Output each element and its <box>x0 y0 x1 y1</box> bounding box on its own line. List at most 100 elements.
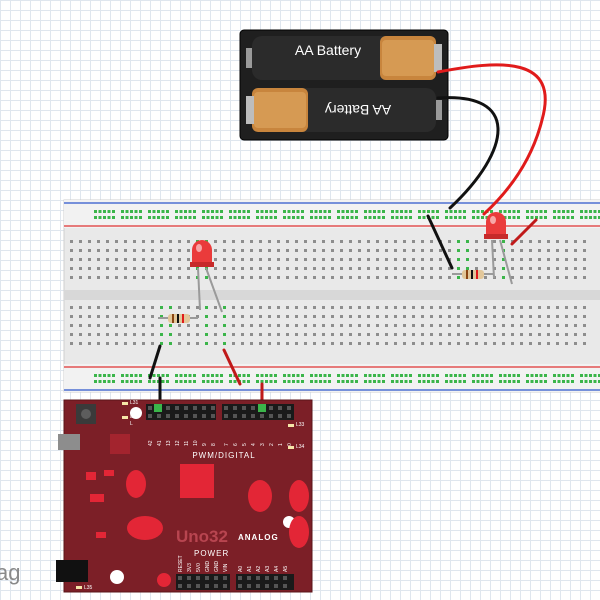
rail-hole <box>265 374 268 377</box>
rail-hole <box>593 374 597 377</box>
rail-hole <box>436 210 439 213</box>
rail-hole <box>287 216 291 219</box>
breadboard-hole <box>250 315 253 318</box>
breadboard-hole <box>421 306 424 309</box>
rail-hole <box>553 216 556 219</box>
breadboard-hole <box>475 306 478 309</box>
rail-hole <box>283 216 286 219</box>
rail-hole <box>107 380 111 383</box>
breadboard-hole <box>421 258 424 261</box>
breadboard-hole <box>529 333 532 336</box>
rail-hole <box>134 216 138 219</box>
rail-hole <box>517 210 520 213</box>
rail-hole <box>175 210 178 213</box>
breadboard-hole <box>511 315 514 318</box>
breadboard-hole <box>160 276 163 279</box>
battery-holder[interactable]: AA Battery AA Battery <box>239 29 449 141</box>
breadboard-hole <box>313 315 316 318</box>
header-pin <box>247 584 251 588</box>
breadboard-hole <box>340 306 343 309</box>
rail-hole <box>152 380 156 383</box>
breadboard-hole <box>556 324 559 327</box>
led-left[interactable] <box>190 240 223 313</box>
wire-black-right-jumper[interactable] <box>426 214 454 270</box>
breadboard-hole <box>484 342 487 345</box>
rail-hole <box>472 216 475 219</box>
breadboard-hole <box>574 324 577 327</box>
breadboard-hole <box>277 249 280 252</box>
breadboard-hole <box>448 315 451 318</box>
breadboard-hole <box>313 240 316 243</box>
rail-hole <box>328 380 331 383</box>
resistor-left[interactable] <box>158 314 198 323</box>
rail-hole <box>323 374 327 377</box>
header-top-left[interactable] <box>146 404 216 420</box>
pin-label: VIN <box>223 563 229 572</box>
rail-hole <box>481 380 484 383</box>
breadboard-hole <box>295 333 298 336</box>
breadboard-hole <box>187 240 190 243</box>
rail-hole <box>269 380 273 383</box>
rail-hole <box>346 380 349 383</box>
led-right[interactable] <box>484 212 513 285</box>
breadboard-hole <box>403 342 406 345</box>
rail-hole <box>202 374 205 377</box>
breadboard-hole <box>583 306 586 309</box>
breadboard-hole <box>529 342 532 345</box>
breadboard[interactable] <box>63 199 600 393</box>
breadboard-hole <box>196 342 199 345</box>
breadboard-hole <box>277 324 280 327</box>
breadboard-hole <box>178 342 181 345</box>
wire-battery-black[interactable] <box>436 96 500 210</box>
breadboard-hole <box>583 276 586 279</box>
breadboard-hole <box>250 258 253 261</box>
breadboard-hole <box>142 306 145 309</box>
breadboard-hole <box>79 249 82 252</box>
rail-hole <box>346 210 349 213</box>
breadboard-hole <box>358 240 361 243</box>
breadboard-hole <box>151 258 154 261</box>
rail-hole <box>269 210 273 213</box>
rail-hole <box>368 210 372 213</box>
breadboard-hole <box>70 324 73 327</box>
breadboard-hole <box>178 333 181 336</box>
breadboard-hole <box>502 315 505 318</box>
breadboard-hole <box>358 342 361 345</box>
header-pin <box>202 414 206 418</box>
breadboard-hole <box>421 324 424 327</box>
wire-red-right-jumper[interactable] <box>510 218 538 246</box>
rail-hole <box>157 210 160 213</box>
breadboard-hole <box>259 276 262 279</box>
breadboard-hole <box>115 306 118 309</box>
header-pin <box>196 576 200 580</box>
breadboard-hole <box>538 342 541 345</box>
header-power[interactable] <box>176 574 230 590</box>
breadboard-hole <box>223 342 226 345</box>
rail-hole <box>355 216 358 219</box>
breadboard-hole <box>250 324 253 327</box>
breadboard-hole <box>124 249 127 252</box>
breadboard-hole <box>232 333 235 336</box>
breadboard-hole <box>547 267 550 270</box>
breadboard-hole <box>457 342 460 345</box>
breadboard-hole <box>259 258 262 261</box>
breadboard-hole <box>340 249 343 252</box>
breadboard-hole <box>313 258 316 261</box>
wire-battery-red[interactable] <box>436 63 547 216</box>
rail-hole <box>503 374 507 377</box>
breadboard-hole <box>88 258 91 261</box>
breadboard-hole <box>520 249 523 252</box>
wire-red-left-jumper[interactable] <box>222 348 242 386</box>
analog-label: ANALOG <box>238 533 279 542</box>
breadboard-hole <box>394 333 397 336</box>
breadboard-hole <box>178 324 181 327</box>
rail-hole <box>238 210 241 213</box>
wire-black-left-jumper[interactable] <box>148 344 162 380</box>
rail-hole <box>508 216 511 219</box>
resistor-right[interactable] <box>452 270 494 279</box>
rail-hole <box>292 216 295 219</box>
rail-hole <box>373 374 376 377</box>
breadboard-hole <box>133 315 136 318</box>
